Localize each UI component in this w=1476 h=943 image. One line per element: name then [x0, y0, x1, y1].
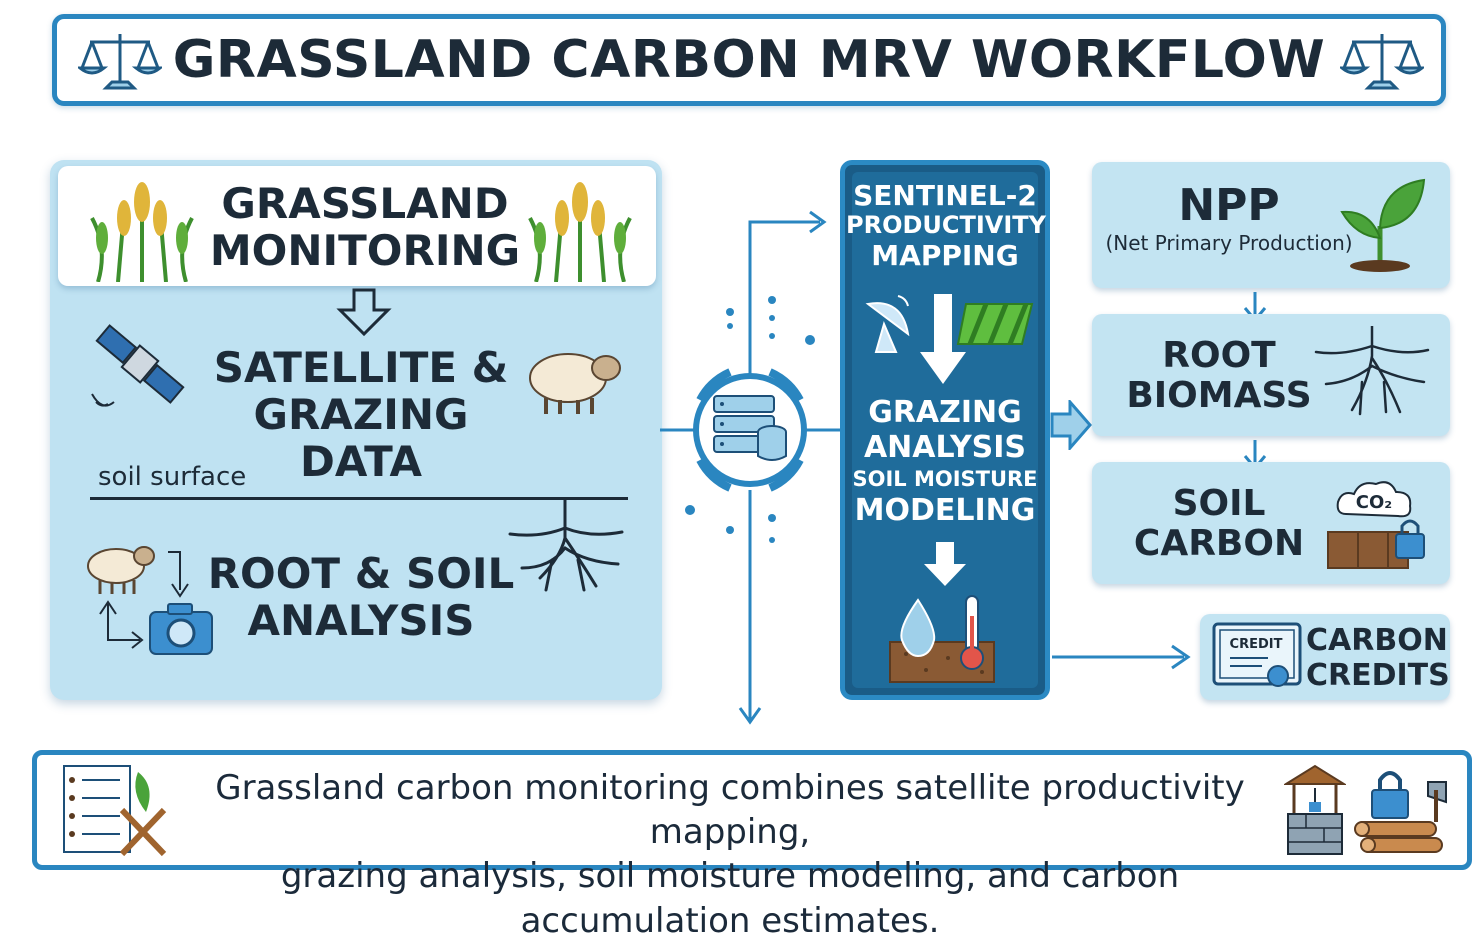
root-biomass-line1: ROOT	[1162, 335, 1276, 376]
modeling-line: MODELING	[854, 493, 1036, 529]
down-arrow-icon	[920, 294, 966, 384]
scale-icon	[1340, 34, 1424, 90]
sentinel-label: SENTINEL-2 PRODUCTIVITY MAPPING	[846, 179, 1047, 272]
page-title: GRASSLAND CARBON MRV WORKFLOW	[172, 30, 1326, 90]
summary-text: Grassland carbon monitoring combines sat…	[170, 766, 1290, 943]
co2-text: CO₂	[1356, 492, 1392, 513]
well-icon	[1284, 764, 1346, 855]
soil-moisture-line: SOIL MOISTURE	[852, 467, 1038, 491]
npp-title: NPP	[1178, 180, 1280, 231]
scale-icon	[78, 34, 162, 90]
lock-icon	[1395, 519, 1425, 559]
satellite-line1: SATELLITE &	[213, 343, 509, 392]
dish-icon	[865, 295, 910, 353]
root-biomass-line2: BIOMASS	[1126, 375, 1312, 417]
summary-line1: Grassland carbon monitoring combines sat…	[215, 768, 1245, 853]
carbon-credits-line1: CARBON	[1306, 623, 1448, 658]
summary-line2: grazing analysis, soil moisture modeling…	[280, 856, 1180, 941]
camera-icon	[149, 603, 213, 655]
sprout-icon	[1340, 178, 1426, 272]
npp-subtitle: (Net Primary Production)	[1105, 231, 1353, 255]
wheat-icon	[528, 182, 632, 282]
arrow-return-icon	[99, 600, 144, 649]
soil-surface-label: soil surface	[98, 462, 247, 492]
monitoring-line2: MONITORING	[209, 226, 521, 276]
checklist-icon	[63, 765, 167, 857]
certificate-icon: CREDIT	[1212, 622, 1302, 687]
title-banner: GRASSLAND CARBON MRV WORKFLOW	[52, 14, 1446, 106]
summary-box	[32, 750, 1472, 870]
sentinel-line3: MAPPING	[871, 238, 1019, 272]
down-arrow-icon	[336, 288, 392, 337]
water-drop-icon	[900, 598, 936, 658]
grazing-label: GRAZING ANALYSIS SOIL MOISTURE MODELING	[846, 395, 1044, 529]
center-column-inner	[852, 172, 1038, 688]
credits-arrow	[1052, 644, 1191, 670]
soil-carbon-label: SOIL CARBON	[1104, 483, 1334, 565]
sentinel-line2: PRODUCTIVITY	[846, 211, 1047, 240]
grazing-line2: ANALYSIS	[863, 429, 1027, 465]
npp-label: NPP (Net Primary Production)	[1104, 180, 1354, 255]
sentinel-line1: SENTINEL-2	[853, 179, 1037, 212]
carbon-credits-label: CARBON CREDITS	[1306, 623, 1450, 693]
roots-icon	[1314, 326, 1430, 416]
sheep-icon	[529, 353, 621, 414]
soil-moisture-icon	[889, 595, 995, 683]
grazing-line1: GRAZING	[868, 395, 1022, 430]
co2-cloud-icon: CO₂	[1327, 481, 1425, 569]
carbon-credits-line2: CREDITS	[1306, 657, 1450, 693]
database-icon	[713, 395, 787, 461]
root-soil-line1: ROOT & SOIL	[207, 549, 515, 598]
soil-surface-line	[90, 497, 628, 500]
grassland-monitoring-label: GRASSLAND MONITORING	[200, 180, 530, 274]
root-soil-line2: ANALYSIS	[247, 596, 475, 646]
field-icon	[956, 303, 1034, 345]
satellite-icon	[91, 324, 185, 407]
lock-icon	[1371, 771, 1409, 819]
thermometer-icon	[960, 595, 984, 670]
sheep-icon	[87, 546, 155, 594]
roots-icon	[508, 498, 624, 592]
down-arrow-icon	[924, 542, 966, 586]
right-arrow-icon	[1050, 400, 1092, 450]
satellite-line2: GRAZING DATA	[253, 390, 469, 487]
wheat-icon	[90, 182, 194, 282]
soil-carbon-line2: CARBON	[1133, 523, 1305, 565]
logs-icon	[1354, 771, 1447, 853]
monitoring-line1: GRASSLAND	[221, 179, 509, 228]
satellite-grazing-label: SATELLITE & GRAZING DATA	[196, 344, 526, 485]
root-soil-label: ROOT & SOIL ANALYSIS	[206, 550, 516, 644]
root-biomass-label: ROOT BIOMASS	[1104, 335, 1334, 417]
arrow-down-icon	[168, 551, 189, 598]
connector-hub	[660, 210, 840, 725]
soil-carbon-line1: SOIL	[1172, 483, 1266, 524]
credit-badge-text: CREDIT	[1230, 637, 1283, 652]
